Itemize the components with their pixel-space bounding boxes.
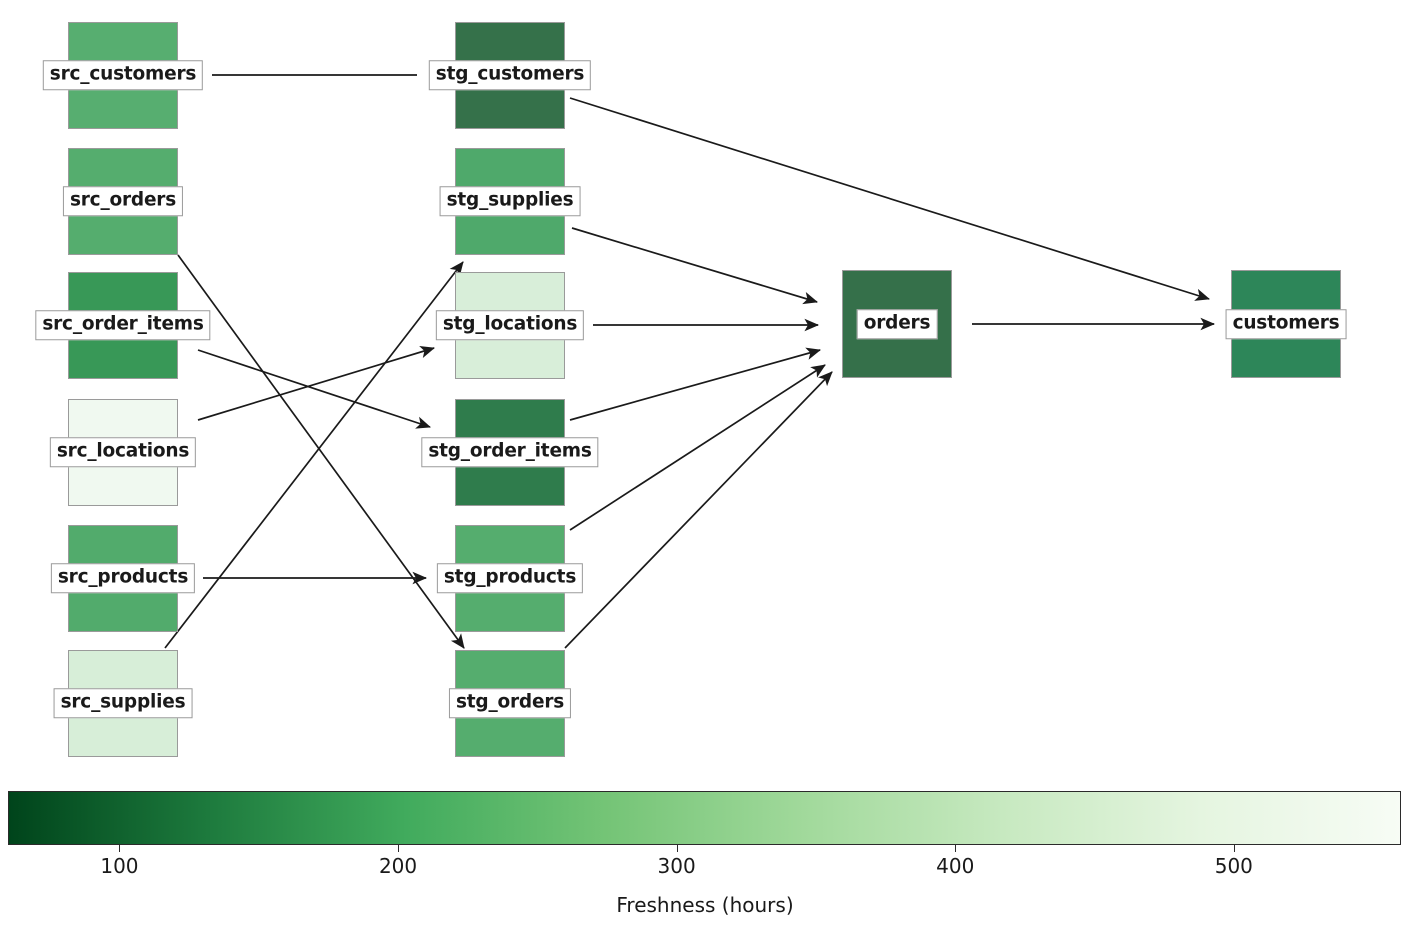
- colorbar-tick-label-100: 100: [100, 854, 139, 878]
- node-label-stg_customers: stg_customers: [428, 60, 592, 90]
- node-label-src_supplies: src_supplies: [53, 688, 193, 718]
- colorbar-gradient: [8, 791, 1401, 845]
- edges-group: [164, 74, 1216, 649]
- colorbar-tick-label-200: 200: [378, 854, 418, 878]
- colorbar-tick-200: [398, 845, 400, 852]
- node-label-src_locations: src_locations: [49, 437, 197, 467]
- colorbar-tick-100: [119, 845, 121, 852]
- colorbar-axis-label: Freshness (hours): [616, 893, 794, 917]
- node-label-customers: customers: [1225, 309, 1347, 339]
- edge-src_order_items-to-stg_order_items: [197, 349, 431, 429]
- edge-stg_supplies-to-orders: [571, 227, 818, 305]
- node-label-src_orders: src_orders: [62, 186, 184, 216]
- node-label-stg_products: stg_products: [436, 563, 584, 593]
- edge-src_locations-to-stg_locations: [197, 345, 435, 421]
- node-label-src_customers: src_customers: [42, 60, 204, 90]
- colorbar-tick-500: [1233, 845, 1235, 852]
- edge-layer: [164, 74, 1216, 649]
- edge-stg_order_items-to-orders: [569, 347, 821, 421]
- edge-stg_customers-to-customers: [569, 97, 1210, 301]
- node-label-stg_orders: stg_orders: [448, 688, 572, 718]
- colorbar-tick-300: [676, 845, 678, 852]
- colorbar-tick-label-500: 500: [1214, 854, 1253, 878]
- colorbar-ticks: 100 200 300 400 500: [8, 845, 1401, 885]
- node-label-orders: orders: [856, 309, 938, 339]
- colorbar-tick-label-300: 300: [657, 854, 696, 878]
- node-label-src_order_items: src_order_items: [35, 310, 211, 340]
- edge-stg_products-to-orders: [569, 364, 826, 531]
- colorbar-tick-label-400: 400: [936, 854, 975, 878]
- node-label-src_products: src_products: [50, 563, 196, 593]
- node-label-stg_order_items: stg_order_items: [421, 437, 599, 467]
- colorbar-tick-400: [955, 845, 957, 852]
- node-label-stg_supplies: stg_supplies: [439, 186, 581, 216]
- edge-stg_orders-to-orders: [564, 371, 833, 649]
- node-label-stg_locations: stg_locations: [435, 310, 585, 340]
- colorbar: 100 200 300 400 500 Freshness (hours): [0, 780, 1410, 926]
